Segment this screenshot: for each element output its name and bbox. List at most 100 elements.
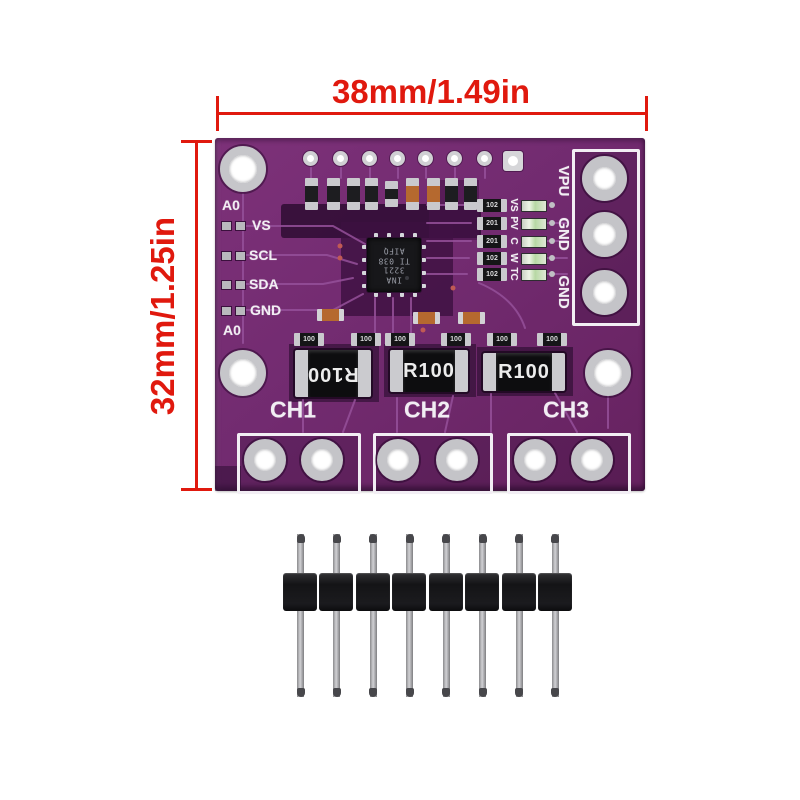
mounting-hole-left	[220, 350, 266, 396]
pin-header	[282, 533, 574, 698]
ic-chip-ina3221: INA 3221 TI 038 AIFQ	[362, 233, 426, 297]
smd-resistor-100: 100	[351, 333, 381, 346]
channel-hole	[436, 439, 478, 481]
led-pad	[549, 220, 555, 226]
terminal-label-gnd2: GND	[555, 275, 572, 309]
smd-resistor-100: 100	[385, 333, 415, 346]
height-dimension-line	[195, 141, 198, 490]
shunt-resistor-ch1: R100	[295, 350, 371, 397]
indicator-led	[521, 236, 547, 248]
smd-resistor	[464, 178, 477, 210]
led-pad	[549, 255, 555, 261]
header-pin-bottom	[369, 611, 378, 697]
breakout-hole	[447, 151, 462, 166]
indicator-label-vs: VS	[508, 198, 519, 212]
header-plastic-block	[355, 573, 390, 611]
smd-resistor	[365, 178, 378, 210]
header-plastic-block	[392, 573, 427, 611]
indicator-resistor: 102	[477, 252, 507, 265]
solder-pads	[221, 221, 246, 231]
smd-resistor	[347, 178, 360, 210]
header-plastic-block	[319, 573, 354, 611]
breakout-hole	[418, 151, 433, 166]
channel-hole	[301, 439, 343, 481]
label-vs: VS	[252, 217, 271, 233]
smd-resistor-100: 100	[537, 333, 567, 346]
shunt-resistor-ch2: R100	[390, 350, 468, 392]
header-pin-top	[332, 534, 341, 575]
channel-hole	[514, 439, 556, 481]
header-plastic-block	[428, 573, 463, 611]
channel-label-ch2: CH2	[403, 396, 451, 423]
led-pad	[549, 202, 555, 208]
mounting-hole-top-left	[220, 146, 266, 192]
smd-resistor-100: 100	[294, 333, 324, 346]
height-dimension-label: 32mm/1.25in	[144, 216, 181, 416]
width-dimension-tick-right	[645, 96, 648, 131]
pcb-board: A0 VS SCL SDA GND A0 INA 3221 TI 038	[215, 138, 645, 494]
header-pin-top	[296, 534, 305, 575]
terminal-hole-gnd1	[582, 212, 627, 257]
header-pin-top	[369, 534, 378, 575]
indicator-led	[521, 218, 547, 230]
indicator-label-pv: PV	[508, 216, 519, 230]
solder-pads	[221, 251, 246, 261]
smd-resistor-100: 100	[487, 333, 517, 346]
header-pin-top	[515, 534, 524, 575]
solder-pads	[221, 306, 246, 316]
breakout-hole	[390, 151, 405, 166]
indicator-led	[521, 253, 547, 265]
width-dimension-line	[217, 112, 647, 115]
smd-resistor	[305, 178, 318, 210]
header-pin-bottom	[478, 611, 487, 697]
label-a0-top: A0	[222, 197, 240, 213]
indicator-resistor: 201	[477, 217, 507, 230]
led-pad	[549, 238, 555, 244]
header-pin-bottom	[442, 611, 451, 697]
label-scl: SCL	[249, 247, 277, 263]
ic-pin1-dot	[405, 276, 409, 280]
header-plastic-block	[465, 573, 500, 611]
breakout-hole	[333, 151, 348, 166]
smd-resistor	[385, 181, 398, 207]
smd-capacitor	[413, 312, 440, 324]
smd-capacitor	[317, 309, 344, 321]
header-pin-bottom	[296, 611, 305, 697]
ic-body: INA 3221 TI 038 AIFQ	[367, 238, 421, 292]
indicator-resistor: 102	[477, 199, 507, 212]
mounting-hole-right	[585, 350, 631, 396]
channel-hole	[377, 439, 419, 481]
breakout-hole	[303, 151, 318, 166]
height-dimension-tick-bottom	[181, 488, 212, 491]
indicator-resistor: 102	[477, 268, 507, 281]
indicator-resistor: 201	[477, 235, 507, 248]
indicator-label-w: W	[508, 253, 519, 263]
led-pad	[549, 271, 555, 277]
label-gnd-left: GND	[250, 302, 282, 318]
indicator-label-c: C	[508, 237, 519, 245]
width-dimension-label: 38mm/1.49in	[331, 73, 531, 110]
smd-capacitor	[427, 178, 440, 210]
smd-capacitor	[406, 178, 419, 210]
smd-resistor	[327, 178, 340, 210]
width-dimension-tick-left	[216, 96, 219, 131]
channel-hole	[244, 439, 286, 481]
header-plastic-block	[283, 573, 317, 611]
label-a0-bottom: A0	[223, 322, 241, 338]
indicator-led	[521, 200, 547, 212]
header-plastic-block	[537, 573, 572, 611]
header-pin-top	[478, 534, 487, 575]
header-pin-bottom	[332, 611, 341, 697]
header-pin-bottom	[405, 611, 414, 697]
header-pin-bottom	[551, 611, 560, 697]
breakout-hole	[362, 151, 377, 166]
channel-label-ch3: CH3	[542, 396, 590, 423]
shunt-resistor-ch3: R100	[483, 353, 565, 391]
terminal-hole-gnd2	[582, 270, 627, 315]
terminal-label-gnd1: GND	[555, 217, 572, 251]
smd-resistor-100: 100	[441, 333, 471, 346]
header-pin-top	[442, 534, 451, 575]
channel-hole	[571, 439, 613, 481]
header-pin-top	[551, 534, 560, 575]
